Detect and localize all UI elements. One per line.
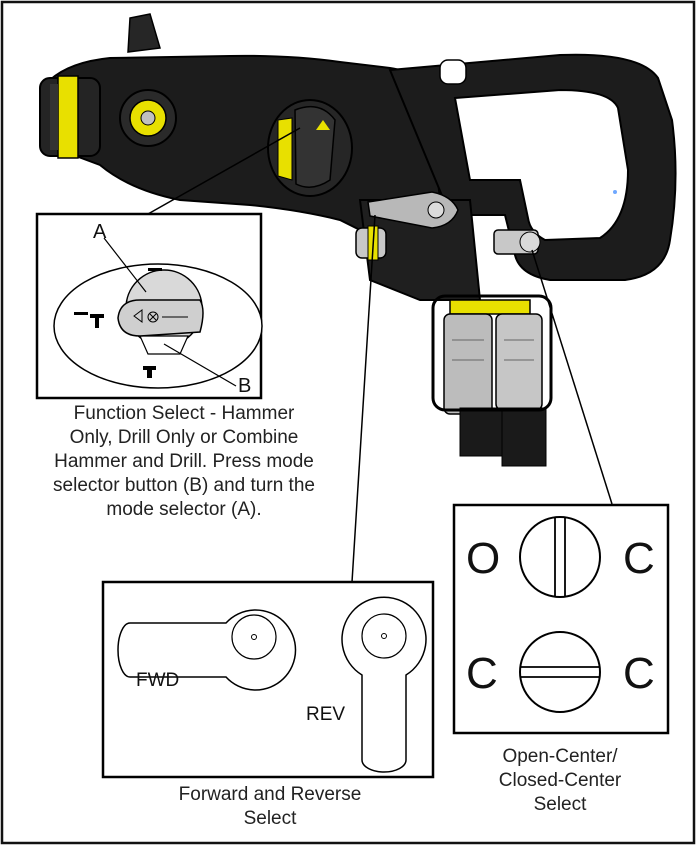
hammer-drill-illustration [39,13,677,467]
direction-callout-line [351,214,376,583]
function-select-caption: Function Select - Hammer Only, Drill Onl… [53,403,315,520]
center-select-inset: O C C C [452,503,670,735]
hammer-mode-icon [74,312,88,315]
function-callout-line [147,127,301,215]
closed-label-top: C [623,534,655,583]
label-b: B [238,375,251,397]
fwd-label: FWD [136,670,179,691]
closed-label-left: C [466,649,498,698]
hammer-drill-mode-icon [90,314,104,328]
fwd-lever [117,609,297,691]
function-select-inset: A B [35,212,263,400]
center-callout-line [531,249,613,505]
direction-select-caption: Forward and Reverse Select [178,784,362,829]
hammer-only-icon [148,268,162,271]
rev-label: REV [306,704,345,725]
label-a: A [93,221,107,243]
closed-label-right: C [623,649,655,698]
center-select-caption: Open-Center/ Closed-Center Select [498,746,622,815]
drill-mode-icon [143,366,156,378]
direction-select-inset: FWD REV [101,580,435,779]
closed-center-knob [519,631,601,713]
open-center-knob [519,516,601,598]
open-label: O [466,534,500,583]
